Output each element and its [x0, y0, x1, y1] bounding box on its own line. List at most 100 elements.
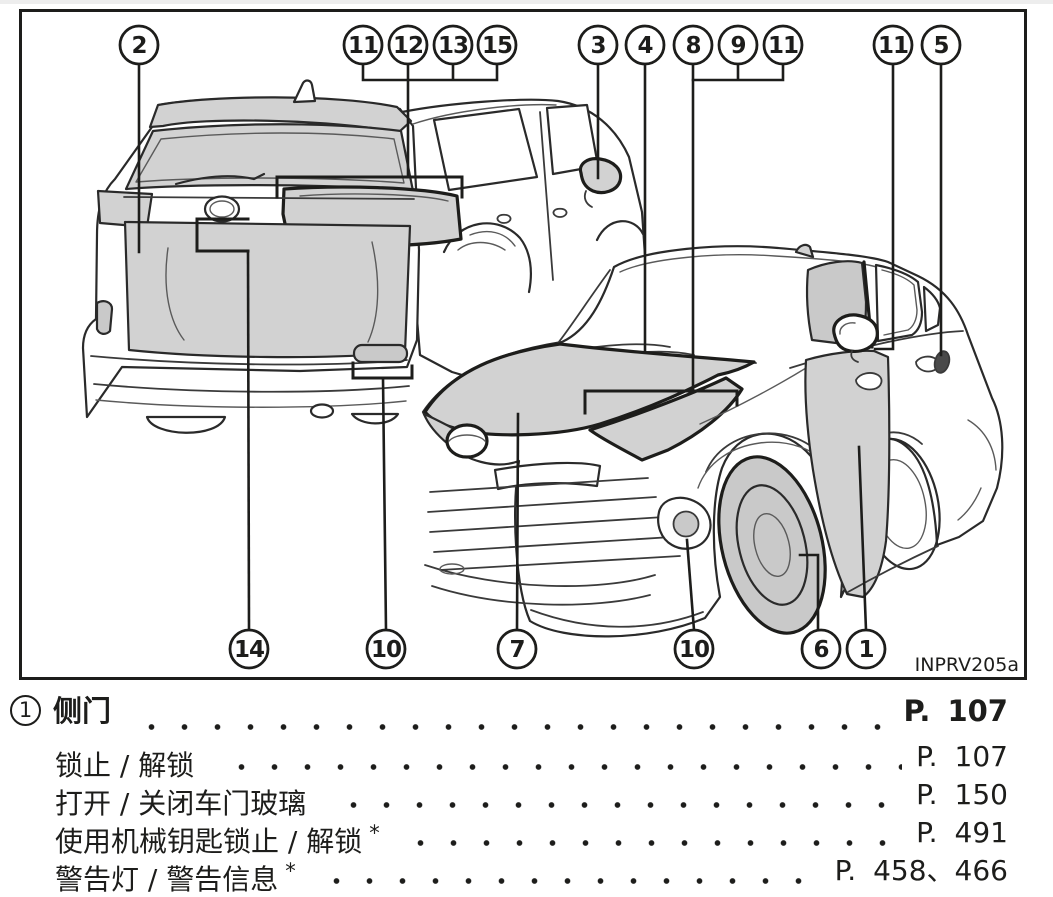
leader-11-right [873, 62, 895, 351]
leader-10-right [685, 538, 696, 632]
rear-car-corner-reflector [95, 300, 114, 335]
subitem-text: 打开 / 关闭车门玻璃 [55, 787, 307, 820]
callout-3: 3 [577, 24, 619, 66]
rocker-line [847, 545, 939, 593]
callout-10: 10 [365, 628, 407, 670]
callout-8: 8 [672, 24, 714, 66]
front-hub [753, 512, 791, 578]
front-car-front-wheel [717, 455, 827, 635]
page-reference: P.107 [916, 740, 1008, 774]
page-prefix: P. [903, 694, 931, 728]
index-subitem-warning-lights: 警告灯 / 警告信息* P.458、466 [10, 854, 1008, 896]
rear-car-tailgate-creases [165, 241, 379, 343]
callout-13: 13 [432, 24, 474, 66]
rear-car-antenna-fin [292, 79, 317, 104]
item-title: 侧门 [53, 694, 112, 728]
grille-slats [427, 477, 681, 571]
callout-4: 4 [624, 24, 666, 66]
asterisk: * [285, 859, 296, 883]
tail-lamp-bracket [275, 175, 464, 199]
rear-car-bumper-lip [95, 399, 407, 408]
rear-car-door-seam [539, 111, 554, 281]
svg-text:12: 12 [393, 33, 423, 59]
callout-1: 1 [845, 628, 887, 670]
rear-car-exhaust [309, 403, 335, 419]
rear-car-spoiler [148, 96, 413, 134]
callouts: 2 11 12 13 15 3 4 8 9 11 11 5 14 10 7 10… [118, 24, 962, 670]
subitem-text: 锁止 / 解锁 [55, 749, 195, 782]
front-emblem-inner [448, 434, 486, 442]
rear-car-door-handle [552, 207, 568, 218]
page-reference: P.150 [916, 778, 1008, 812]
headlamp [588, 376, 744, 462]
fuel-filler-door [933, 350, 951, 374]
callout-12: 12 [387, 24, 429, 66]
item-number: 1 [18, 698, 33, 722]
index-subitem-lock-unlock: 锁止 / 解锁 P.107 [10, 740, 1008, 782]
front-car-antenna-fin [794, 243, 815, 259]
index-subitem-open-close-window: 打开 / 关闭车门玻璃 P.150 [10, 778, 1008, 820]
dot-leader [313, 876, 821, 884]
svg-text:6: 6 [813, 637, 828, 663]
subitem-label: 警告灯 / 警告信息* [55, 854, 296, 897]
rear-car-garnish-line [123, 196, 415, 200]
page-top-strip [0, 0, 1053, 4]
rear-car-tailgate-panel [123, 220, 412, 359]
page-number: 107 [947, 694, 1008, 728]
front-door-handle [855, 372, 883, 391]
fog-lamp [672, 510, 700, 538]
subitem-text: 警告灯 / 警告信息 [55, 863, 279, 896]
vehicle-diagram-svg: 2 11 12 13 15 3 4 8 9 11 11 5 14 10 7 10… [19, 9, 1027, 680]
rear-bumper-lines [957, 419, 997, 521]
svg-text:7: 7 [509, 637, 524, 663]
rear-car-emblem-inner [209, 200, 235, 218]
dot-leader [219, 762, 903, 770]
callout-10: 10 [673, 628, 715, 670]
callout-11: 11 [762, 24, 804, 66]
svg-text:9: 9 [730, 33, 745, 59]
rear-car-door-handle [496, 213, 512, 224]
page-number: 107 [954, 740, 1008, 773]
rear-door-window [874, 263, 924, 343]
svg-text:5: 5 [933, 33, 948, 59]
index-list: 1 侧门 P.107 锁止 / 解锁 P.107 打开 / 关闭车门玻璃 P.1… [10, 693, 1008, 896]
index-item-side-doors: 1 侧门 P. 107 [10, 693, 1008, 740]
subitem-text: 使用机械钥匙锁止 / 解锁 [55, 825, 363, 858]
a-pillar [557, 269, 611, 344]
front-view-car [421, 243, 1004, 638]
svg-text:1: 1 [858, 637, 873, 663]
asterisk: * [369, 821, 380, 845]
front-car-mirror-inner [839, 322, 856, 335]
index-subitem-mechanical-key: 使用机械钥匙锁止 / 解锁* P. 491 [10, 816, 1008, 858]
svg-text:4: 4 [637, 33, 652, 59]
page-number: 491 [954, 816, 1008, 849]
leader-10-left [381, 376, 388, 632]
page-prefix: P. [916, 816, 938, 849]
callout-5: 5 [920, 24, 962, 66]
subitem-label: 锁止 / 解锁 [55, 740, 201, 783]
rear-car-wheel-hatch [457, 231, 516, 251]
rear-car-wiper [174, 172, 266, 186]
leader-7 [515, 412, 520, 632]
rear-car-mirror [578, 157, 623, 195]
callout-2: 2 [118, 24, 160, 66]
rear-car-door-window [432, 107, 539, 192]
headlamp-bracket [583, 389, 739, 415]
svg-text:11: 11 [878, 33, 908, 59]
dot-leader [129, 722, 890, 730]
svg-text:10: 10 [679, 637, 709, 663]
svg-text:8: 8 [685, 33, 700, 59]
page-reference: P. 491 [916, 816, 1008, 850]
svg-text:15: 15 [482, 33, 512, 59]
subitem-label: 打开 / 关闭车门玻璃 [55, 778, 313, 821]
page-prefix: P. [916, 778, 938, 811]
page-number: 458、466 [873, 854, 1008, 887]
callout-14: 14 [228, 628, 270, 670]
callout-15: 15 [476, 24, 518, 66]
leader-14 [246, 249, 251, 632]
svg-text:10: 10 [371, 637, 401, 663]
page-reference: P. 107 [904, 693, 1009, 729]
dot-leader [397, 838, 903, 846]
vehicle-diagram: 2 11 12 13 15 3 4 8 9 11 11 5 14 10 7 10… [19, 9, 1027, 680]
rear-car-wheel-bottom [350, 412, 400, 425]
